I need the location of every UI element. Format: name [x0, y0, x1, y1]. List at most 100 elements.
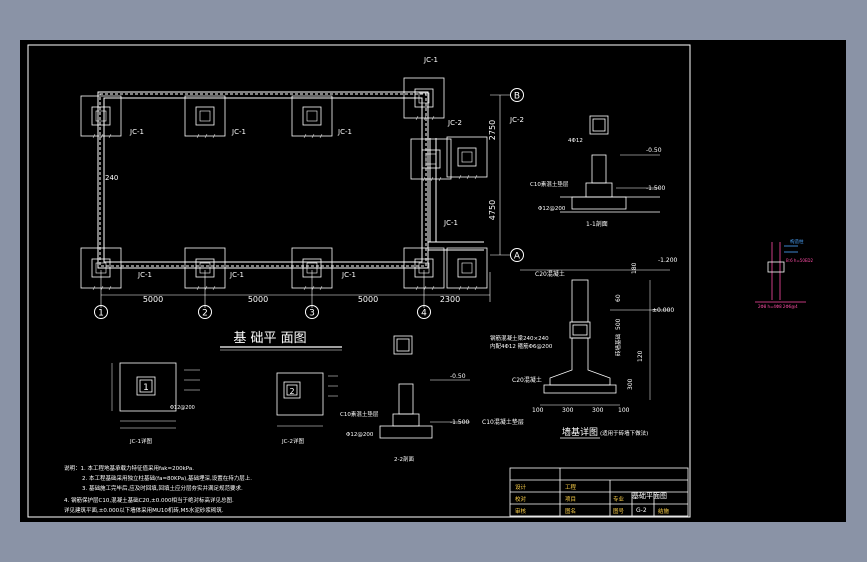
jc-labels: JC-1 JC-1 JC-1 JC-1 JC-2 JC-2 JC-1 JC-1 … [129, 56, 524, 279]
c10-label: C10素混土垫层 [340, 410, 379, 418]
dim: 180 [631, 262, 638, 274]
jc1-detail [111, 362, 200, 429]
wall-note-1: 钢筋混凝土梁240×240 [490, 334, 549, 342]
drawing-canvas[interactable]: 1 2 3 4 B A 5000 5 [20, 40, 846, 522]
dim: 100 [532, 407, 544, 414]
footing-tick [431, 285, 435, 291]
footing-tick [474, 174, 478, 180]
jc-label: JC-2 [447, 119, 462, 127]
drawing-no: G-2 [636, 507, 647, 514]
note-line: 2. 本工程基础采用独立柱基础(fa=80KPa),基础埋深,设置在持力层上. [82, 474, 252, 482]
mini-label: 构造柱 [790, 238, 804, 245]
footing-tick [196, 133, 200, 139]
footing-column [91, 106, 111, 126]
title-block-labels: 设计 校对 审核 工程 项目 图名 专业 图号 结施 [515, 483, 670, 515]
title-block [509, 467, 689, 517]
dim: 500 [615, 318, 622, 330]
wall-detail-subtitle: (适用于砖墙下做法) [600, 429, 648, 437]
footing-tick [466, 285, 470, 291]
footing-core [95, 110, 107, 122]
jc-label: JC-1 [443, 219, 458, 227]
drawing-sheet[interactable]: 1 2 3 4 B A 5000 5 [20, 40, 846, 522]
mini-label: 2Φ8 h=4Φ8 2Φ6@4 [758, 304, 798, 309]
footing-tick [196, 285, 200, 291]
footing-core [418, 92, 430, 104]
plan-wall-hidden [99, 93, 427, 267]
footing-tick [303, 285, 307, 291]
note-line: 4. 钢筋保护层C10,混凝土基础C20,±0.000相当于绝对标高详见总图. [64, 496, 234, 504]
dim-text-left: 240 [105, 174, 118, 182]
tb-label: 审核 [515, 507, 527, 515]
tb-label: 设计 [515, 483, 527, 491]
dim: 300 [592, 407, 604, 414]
dim-text-1: 5000 [143, 295, 163, 304]
footing-tick [92, 133, 96, 139]
tb-label: 图名 [565, 507, 576, 515]
svg-text:A: A [514, 252, 521, 262]
dim: 60 [615, 294, 622, 302]
footing-outline [446, 136, 488, 178]
tb-label: 项目 [565, 496, 576, 503]
section-1-1 [560, 115, 660, 213]
wall-detail [520, 269, 670, 406]
dim-text-4: 2300 [440, 295, 460, 304]
axis-lines [100, 94, 510, 308]
section-title: 2-2剖面 [394, 455, 414, 463]
wall-c10: C10混凝土垫层 [482, 418, 524, 426]
plan-wall-inner [103, 97, 423, 263]
footing-column [457, 147, 477, 167]
wall-note-2: 内配4Φ12 箍筋Φ6@200 [490, 342, 553, 350]
wall-elev: ±0.000 [652, 307, 674, 314]
footing-column [195, 106, 215, 126]
footing-column [414, 88, 434, 108]
footing-tick [423, 115, 427, 121]
tb-label: 图号 [613, 507, 625, 515]
dim-text-side-2: 4750 [488, 200, 497, 220]
jc2-detail [276, 372, 338, 427]
footing-tick [204, 285, 208, 291]
wall-detail-title: 墙基详图 [562, 426, 598, 438]
tb-label: 校对 [515, 495, 527, 503]
c10-label: C10素混土垫层 [530, 180, 569, 188]
drawing-name: 基础平面图 [632, 491, 667, 500]
axis-bubble-A: A [510, 248, 524, 262]
plan-title: 基 础平 面图 [233, 331, 306, 346]
elev-label: -0.50 [450, 373, 466, 380]
axis-bubble-2: 2 [198, 305, 212, 319]
mini-label: B:6 h=50ED2 [786, 258, 813, 263]
footing-core [199, 110, 211, 122]
jc2-mark: 2 [289, 387, 294, 396]
jc-label: JC-1 [129, 128, 144, 136]
jc-label: JC-1 [337, 128, 352, 136]
footing-tick [311, 285, 315, 291]
tb-label: 工程 [565, 483, 577, 491]
axis-bubble-1: 1 [94, 305, 108, 319]
footing-tick [415, 285, 419, 291]
mini-detail [755, 242, 806, 303]
jc1-rebar: Φ12@200 [170, 405, 195, 411]
rebar-label: 4Φ12 [568, 138, 583, 144]
footing-outline [446, 247, 488, 289]
drawing-frame [27, 44, 691, 518]
footing-tick [431, 115, 435, 121]
general-notes: 说明：1. 本工程地基承载力特征值采用fak=200kPa. 2. 本工程基础采… [64, 464, 252, 514]
jc-label: JC-2 [509, 116, 524, 124]
dim: 300 [627, 378, 634, 390]
phi12-label: Φ12@200 [538, 206, 566, 212]
jc2-title: JC-2详图 [281, 437, 304, 445]
dim-text-2: 5000 [248, 295, 268, 304]
footing-tick [108, 285, 112, 291]
wall-c20-top: C20混凝土 [535, 270, 565, 278]
svg-text:B: B [514, 92, 520, 102]
footing-tick [319, 133, 323, 139]
footing-tick [438, 176, 442, 182]
footings [80, 77, 488, 291]
footing-tick [311, 133, 315, 139]
axis-bubble-B: B [510, 88, 524, 102]
footing-tick [423, 285, 427, 291]
dim: 120 [637, 350, 644, 362]
footing-outline [184, 95, 226, 137]
footing-tick [108, 133, 112, 139]
jc-label: JC-1 [423, 56, 438, 64]
